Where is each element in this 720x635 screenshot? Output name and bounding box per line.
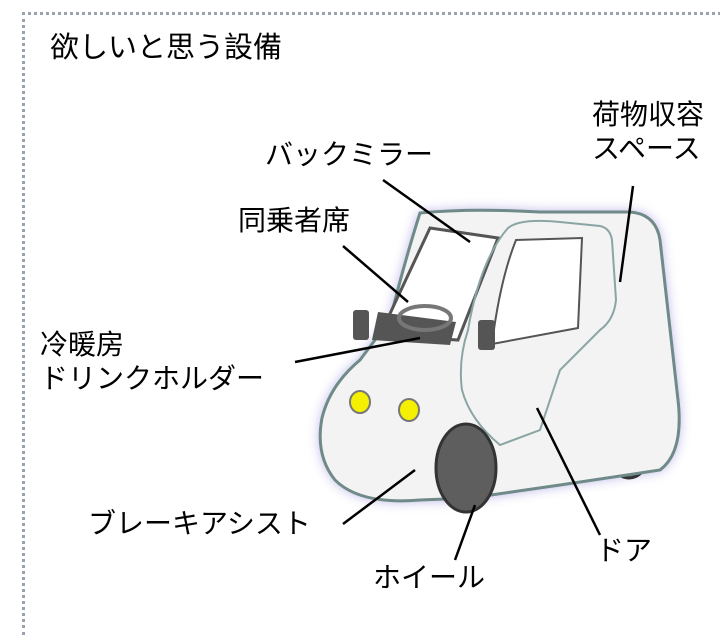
aircon-label-line2: ドリンクホルダー bbox=[40, 362, 265, 395]
windshield bbox=[377, 226, 501, 342]
aircon-label-line1: 冷暖房 bbox=[40, 328, 125, 361]
luggage-label-line2: スペース bbox=[592, 132, 701, 165]
brake-leader bbox=[342, 469, 416, 525]
door-outline bbox=[459, 219, 618, 447]
luggage-leader bbox=[618, 185, 635, 283]
left-headlight bbox=[349, 390, 371, 414]
passenger-seat-leader bbox=[342, 245, 409, 303]
luggage-label-line1: 荷物収容 bbox=[592, 98, 705, 131]
door-label: ドア bbox=[596, 534, 653, 567]
leader-lines bbox=[294, 178, 635, 561]
wheel-label: ホイール bbox=[373, 561, 486, 594]
left-mirror bbox=[353, 310, 369, 340]
aircon-leader bbox=[294, 336, 421, 364]
car-body bbox=[318, 208, 681, 503]
brake-assist-label: ブレーキアシスト bbox=[88, 507, 311, 540]
luggage-label: 荷物収容 スペース bbox=[592, 98, 704, 166]
door-window bbox=[490, 236, 584, 346]
mirror-label: バックミラー bbox=[265, 138, 434, 171]
right-headlight bbox=[398, 398, 420, 422]
steering-wheel bbox=[397, 304, 453, 332]
wheel-leader bbox=[453, 504, 477, 561]
aircon-label: 冷暖房 ドリンクホルダー bbox=[40, 328, 264, 396]
door-leader bbox=[535, 407, 602, 536]
mirror-leader bbox=[382, 178, 471, 244]
diagram-title: 欲しいと思う設備 bbox=[50, 30, 283, 64]
car-illustration bbox=[294, 178, 681, 561]
passenger-seat-label: 同乗者席 bbox=[238, 204, 351, 237]
right-mirror bbox=[478, 320, 495, 350]
dotted-frame bbox=[22, 12, 720, 635]
front-wheel bbox=[434, 422, 498, 514]
